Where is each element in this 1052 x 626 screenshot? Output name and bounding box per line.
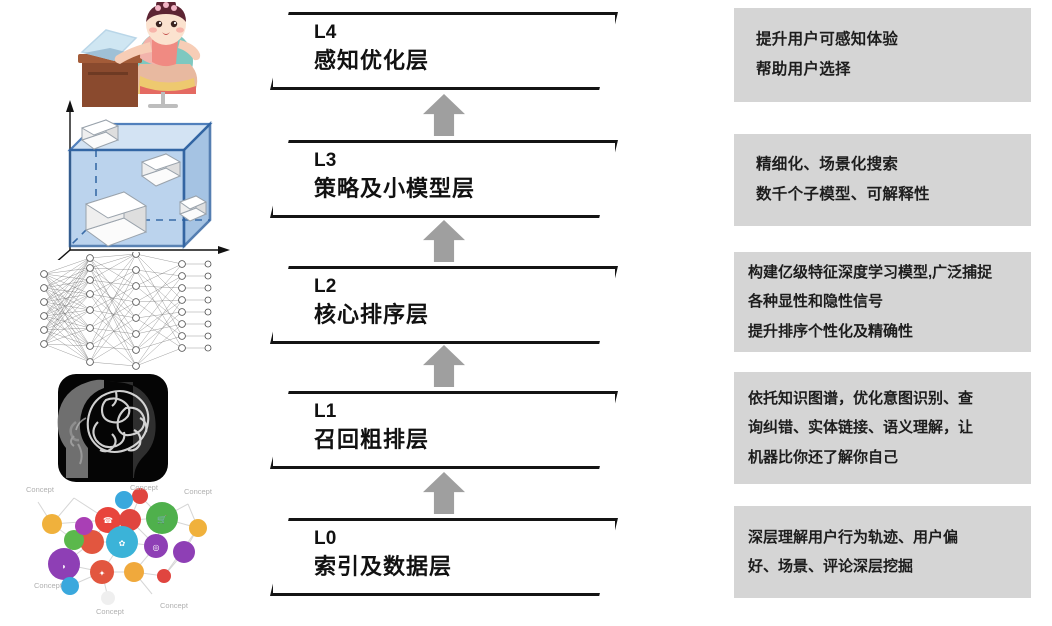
arrow-l2-to-l3 [423, 220, 465, 262]
layer-title-l0: 索引及数据层 [314, 553, 453, 579]
layer-box-shape [270, 391, 618, 469]
layer-box-shape [270, 266, 618, 344]
layer-title-l4: 感知优化层 [314, 47, 430, 73]
description-line: 数千个子模型、可解释性 [756, 186, 930, 203]
layer-box-l0[interactable]: L0 索引及数据层 [270, 518, 623, 601]
layer-box-labels: L3 策略及小模型层 [314, 149, 475, 203]
arrow-l0-to-l1 [423, 472, 465, 514]
description-panel-l2: 构建亿级特征深度学习模型,广泛捕捉 各种显性和隐性信号 提升排序个性化及精确性 [734, 252, 1031, 352]
layer-box-shape [270, 12, 618, 90]
description-line: 各种显性和隐性信号 [748, 293, 884, 311]
concept-label: Concept [160, 601, 189, 610]
description-line: 依托知识图谱，优化意图识别、查 [748, 390, 974, 408]
svg-text:🛒: 🛒 [157, 514, 167, 524]
description-panel-l0: 深层理解用户行为轨迹、用户偏 好、场景、评论深层挖掘 [734, 506, 1031, 598]
layer-box-labels: L2 核心排序层 [314, 275, 429, 329]
layer-code-l2: L2 [314, 276, 337, 297]
description-line: 精细化、场景化搜索 [756, 155, 899, 173]
arrow-l1-to-l2 [423, 345, 465, 387]
svg-text:✦: ✦ [99, 569, 106, 578]
concept-label: Concept [184, 487, 213, 496]
concept-graph-icon: ☎🛒✿ ◗◎✦ Concept Concept Concept Concept … [0, 478, 250, 622]
concept-label: Concept [130, 483, 159, 492]
description-panel-l1: 依托知识图谱，优化意图识别、查 询纠错、实体链接、语义理解，让 机器比你还了解你… [734, 372, 1031, 484]
svg-text:✿: ✿ [119, 539, 126, 548]
concept-label: Concept [34, 581, 63, 590]
layer-box-shape [270, 140, 618, 218]
svg-text:◗: ◗ [62, 562, 67, 571]
brain-head-icon [0, 372, 250, 484]
description-line: 帮助用户选择 [756, 61, 851, 78]
layer-box-labels: L1 召回粗排层 [314, 400, 429, 454]
layer-box-l1[interactable]: L1 召回粗排层 [270, 391, 623, 474]
description-line: 机器比你还了解你自己 [748, 448, 899, 466]
layer-box-l3[interactable]: L3 策略及小模型层 [270, 140, 623, 223]
description-line: 好、场景、评论深层挖掘 [748, 558, 914, 575]
concept-label: Concept [26, 485, 55, 494]
layer-code-l0: L0 [314, 528, 337, 549]
concept-label: Concept [96, 607, 125, 616]
person-at-computer-icon [0, 2, 250, 110]
layer-box-l4[interactable]: L4 感知优化层 [270, 12, 623, 95]
layer-box-l2[interactable]: L2 核心排序层 [270, 266, 623, 349]
description-line: 询纠错、实体链接、语义理解，让 [748, 419, 974, 437]
svg-text:☎: ☎ [103, 516, 113, 525]
layer-code-l4: L4 [314, 22, 337, 43]
layer-box-labels: L0 索引及数据层 [314, 527, 452, 581]
layer-title-l2: 核心排序层 [314, 301, 430, 327]
description-line: 提升用户可感知体验 [756, 30, 899, 48]
layer-title-l3: 策略及小模型层 [314, 175, 476, 201]
layer-box-labels: L4 感知优化层 [314, 21, 429, 75]
description-line: 构建亿级特征深度学习模型,广泛捕捉 [748, 264, 993, 282]
description-panel-l3: 精细化、场景化搜索 数千个子模型、可解释性 [734, 134, 1031, 226]
description-line: 深层理解用户行为轨迹、用户偏 [748, 528, 959, 546]
description-line: 提升排序个性化及精确性 [748, 322, 914, 340]
arrow-l3-to-l4 [423, 94, 465, 136]
layer-code-l3: L3 [314, 150, 337, 171]
layer-box-shape [270, 518, 618, 596]
svg-text:◎: ◎ [153, 543, 160, 552]
layer-code-l1: L1 [314, 401, 337, 422]
neural-network-icon [0, 252, 250, 378]
3d-cube-space-icon [0, 92, 250, 260]
description-panel-l4: 提升用户可感知体验 帮助用户选择 [734, 8, 1031, 102]
layer-title-l1: 召回粗排层 [314, 426, 430, 452]
